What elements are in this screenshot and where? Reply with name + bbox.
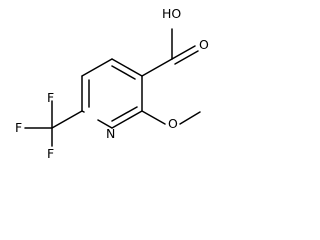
ring-double-bond-inner-2	[111, 106, 138, 122]
atom-label-fluorine-left: F	[15, 120, 22, 135]
atom-label-fluorine-top: F	[47, 90, 54, 105]
bond-ring-carboxyl	[141, 58, 173, 77]
bond-ring-cf3	[51, 110, 83, 129]
atom-label-hydroxyl: HO	[162, 6, 181, 21]
ring-bond-c2-n	[97, 119, 113, 129]
ring-bond-c3-c2	[111, 110, 143, 129]
structure-svg: HO O N O F F F	[15, 6, 209, 160]
atom-label-fluorine-bottom: F	[47, 146, 54, 160]
bond-ether-methyl	[179, 111, 201, 125]
ring-bond-c4a-c4	[111, 58, 143, 77]
ring-bond-c5-c4	[81, 58, 113, 77]
bond-ring-ether-oxygen	[141, 110, 166, 125]
bond-carbonyl-2	[174, 50, 199, 65]
ring-double-bond-inner-1	[111, 65, 136, 80]
bond-carbonyl-1	[171, 45, 196, 60]
atom-label-ether-oxygen: O	[168, 116, 178, 131]
atom-label-carbonyl-oxygen: O	[199, 37, 209, 52]
molecule-diagram: HO O N O F F F	[0, 0, 230, 160]
atom-label-ring-nitrogen: N	[106, 126, 115, 141]
